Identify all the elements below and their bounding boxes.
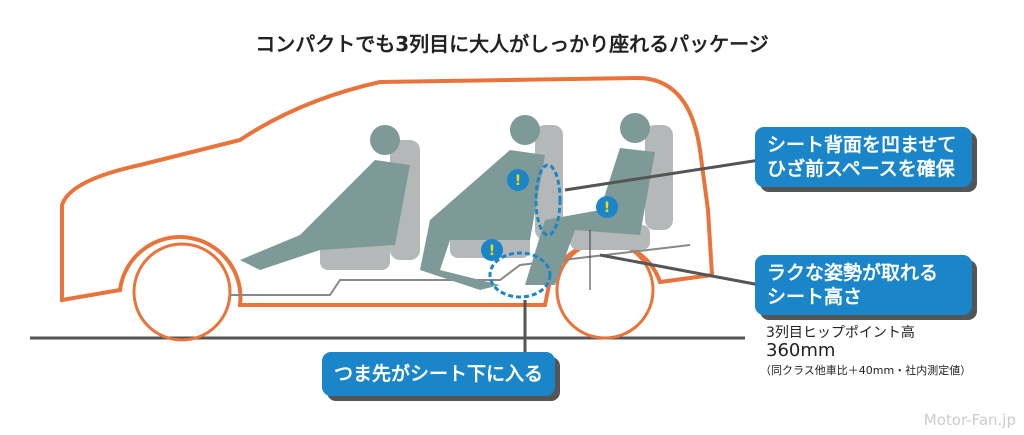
knee-space-highlight xyxy=(534,163,562,237)
svg-text:!: ! xyxy=(604,200,610,216)
toe-space-highlight xyxy=(488,251,552,299)
front-wheel xyxy=(132,242,232,342)
watermark: Motor-Fan.jp xyxy=(923,411,1016,429)
callout-knee-space: シート背面を凹ませて ひざ前スペースを確保 xyxy=(755,127,972,187)
alert-icon xyxy=(481,169,618,261)
callout-line: シート背面を凹ませて xyxy=(767,134,957,156)
svg-text:!: ! xyxy=(489,243,495,259)
driver-figure xyxy=(240,125,410,270)
callout-line: シート高さ xyxy=(767,286,863,308)
callout-toe-space: つま先がシート下に入る xyxy=(322,352,555,396)
callout-seat-height: ラクな姿勢が取れる シート高さ xyxy=(755,255,972,315)
hip-point-detail: （同クラス他車比＋40mm・社内測定値） xyxy=(760,364,972,377)
callout-line: ラクな姿勢が取れる xyxy=(767,262,939,284)
hip-point-value: 360mm xyxy=(766,340,836,361)
diagram-title: コンパクトでも3列目に大人がしっかり座れるパッケージ xyxy=(255,32,769,56)
knee-leader xyxy=(564,158,761,192)
height-leader xyxy=(599,253,761,287)
svg-text:!: ! xyxy=(515,173,521,189)
hip-point-label: 3列目ヒップポイント高 xyxy=(766,325,915,341)
callout-line: ひざ前スペースを確保 xyxy=(767,158,955,180)
callout-line: つま先がシート下に入る xyxy=(334,363,544,385)
